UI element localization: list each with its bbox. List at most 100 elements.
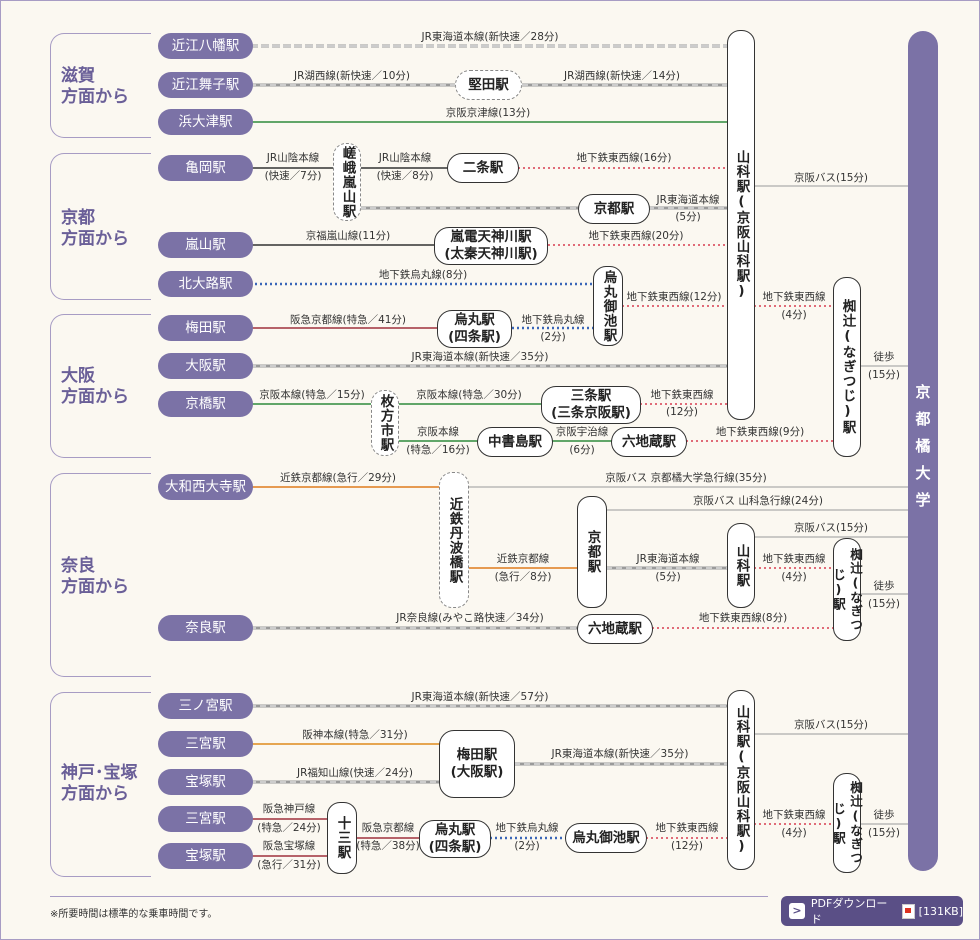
origin-arashiyama: 嵐山駅	[158, 232, 253, 258]
station-katata: 堅田駅	[455, 70, 522, 100]
station-karasumaoike-1: 烏丸御池駅	[593, 266, 623, 346]
pdf-download-button[interactable]: > PDFダウンロード [131KB]	[781, 896, 963, 926]
region-shiga	[50, 33, 151, 138]
station-rokujizo-2: 六地蔵駅	[577, 614, 653, 644]
label-bus-tachibana: 京阪バス 京都橘大学急行線(35分)	[605, 472, 767, 484]
label-keihan-keishin: 京阪京津線(13分)	[445, 107, 531, 119]
footnote: ※所要時間は標準的な乗車時間です。	[50, 909, 218, 920]
origin-takarazuka-hankyu: 宝塚駅	[158, 843, 253, 869]
origin-umeda: 梅田駅	[158, 315, 253, 341]
label-keifuku: 京福嵐山線(11分)	[305, 230, 391, 242]
station-yamashina-3: 山科駅(京阪山科駅)	[727, 690, 755, 870]
label-keihanbus-1: 京阪バス(15分)	[793, 172, 869, 184]
label-kosei-2: JR湖西線(新快速／14分)	[564, 70, 680, 82]
label-keihan-15: 京阪本線(特急／15分)	[259, 389, 365, 401]
station-umeda-2: 梅田駅 (大阪駅)	[439, 730, 515, 798]
station-karasumaoike-2: 烏丸御池駅	[565, 823, 647, 853]
origin-kyobashi: 京橋駅	[158, 391, 253, 417]
label-kintetsu-29: 近鉄京都線(急行／29分)	[279, 472, 397, 484]
label-jrtokaido-35: JR東海道本線(新快速／35分)	[411, 351, 549, 363]
region-label-kobe: 神戸･宝塚 方面から	[61, 763, 138, 804]
label-sanin-1a: JR山陰本線	[266, 152, 320, 164]
label-karasuma-3b: (2分)	[514, 840, 540, 852]
station-rokujizo-1: 六地蔵駅	[611, 427, 687, 457]
label-jrtokaido-5b: (5分)	[675, 211, 701, 223]
origin-takarazuka-jr: 宝塚駅	[158, 769, 253, 795]
label-tozai-4b: (4分)	[781, 309, 807, 321]
label-tozai-16: 地下鉄東西線(16分)	[576, 152, 672, 164]
station-nagitsuji-1: 椥辻(なぎつじ)駅	[833, 277, 861, 457]
label-tozai-12b-a: 地下鉄東西線	[650, 389, 714, 401]
label-fukuchiyama: JR福知山線(快速／24分)	[297, 767, 413, 779]
origin-omihachiman: 近江八幡駅	[158, 33, 253, 59]
label-tozai-4e: 地下鉄東西線	[762, 809, 826, 821]
origin-nara: 奈良駅	[158, 615, 253, 641]
label-jrtokaido-5d: (5分)	[655, 571, 681, 583]
label-keihan-30: 京阪本線(特急／30分)	[416, 389, 522, 401]
station-karasuma-1: 烏丸駅 (四条駅)	[437, 310, 512, 348]
label-keihan-16a: 京阪本線	[417, 426, 459, 438]
label-hankyukobe-b: (特急／24分)	[257, 822, 321, 834]
label-hankyutakara-a: 阪急宝塚線	[262, 840, 316, 852]
origin-yamatosaidaiji: 大和西大寺駅	[158, 474, 253, 500]
label-tozai-4c: 地下鉄東西線	[762, 553, 826, 565]
label-keihanbus-3: 京阪バス(15分)	[793, 719, 869, 731]
label-hankyutakara-b: (急行／31分)	[257, 859, 321, 871]
label-sanin-2b: (快速／8分)	[376, 170, 434, 182]
station-juso: 十三駅	[327, 802, 357, 874]
label-uji-b: (6分)	[569, 444, 595, 456]
pdf-size: [131KB]	[918, 904, 963, 918]
station-kintetsutambabashi: 近鉄丹波橋駅	[439, 472, 469, 608]
origin-osaka: 大阪駅	[158, 353, 253, 379]
label-walk-1a: 徒歩	[873, 351, 895, 363]
label-kintetsu-8b: (急行／8分)	[494, 571, 552, 583]
station-hirakatashi: 枚方市駅	[371, 390, 399, 456]
label-walk-2b: (15分)	[867, 598, 901, 610]
station-nagitsuji-2: 椥辻(なぎつじ)駅	[831, 538, 863, 641]
label-jrtokaido-5c: JR東海道本線	[636, 553, 700, 565]
label-tozai-4d: (4分)	[781, 571, 807, 583]
label-sanin-2a: JR山陰本線	[378, 152, 432, 164]
label-jrtokaido-35b: JR東海道本線(新快速／35分)	[551, 748, 689, 760]
region-kobe	[50, 692, 151, 877]
label-jrtokaido-57: JR東海道本線(新快速／57分)	[411, 691, 549, 703]
label-hankyukyoto-a: 阪急京都線	[361, 822, 415, 834]
origin-sannomiya-hanshin: 三宮駅	[158, 731, 253, 757]
label-tozai-8: 地下鉄東西線(8分)	[698, 612, 788, 624]
station-kyoto-2: 京都駅	[577, 496, 607, 608]
label-jrnara: JR奈良線(みやこ路快速／34分)	[396, 612, 544, 624]
origin-omimaiko: 近江舞子駅	[158, 72, 253, 98]
station-randen-tenjingawa: 嵐電天神川駅 (太秦天神川駅)	[434, 227, 548, 265]
region-label-osaka: 大阪 方面から	[61, 366, 129, 407]
label-tozai-4a: 地下鉄東西線	[762, 291, 826, 303]
region-kyoto	[50, 153, 151, 300]
origin-kameoka: 亀岡駅	[158, 155, 253, 181]
station-yamashina-1: 山科駅(京阪山科駅)	[727, 30, 755, 420]
label-tozai-9: 地下鉄東西線(9分)	[715, 426, 805, 438]
destination-kyoto-tachibana-univ: 京都橘大学	[908, 31, 938, 871]
origin-hamaotsu: 浜大津駅	[158, 109, 253, 135]
label-karasuma-3a: 地下鉄烏丸線	[495, 822, 559, 834]
label-tozai-4f: (4分)	[781, 827, 807, 839]
label-walk-3b: (15分)	[867, 827, 901, 839]
station-sanjo: 三条駅 (三条京阪駅)	[541, 386, 641, 424]
label-jrtokaido-5a: JR東海道本線	[656, 194, 720, 206]
arrow-right-icon: >	[789, 903, 805, 919]
label-hankyukyoto-b: (特急／38分)	[356, 840, 420, 852]
label-walk-2a: 徒歩	[873, 580, 895, 592]
station-sagaarashiyama: 嵯峨嵐山駅	[333, 143, 361, 221]
label-tozai-12a: 地下鉄東西線(12分)	[626, 291, 722, 303]
station-yamashina-2: 山科駅	[727, 523, 755, 608]
origin-kitaoji: 北大路駅	[158, 271, 253, 297]
label-tozai-12c-a: 地下鉄東西線	[655, 822, 719, 834]
station-nagitsuji-3: 椥辻(なぎつじ)駅	[831, 773, 863, 873]
label-tozai-20: 地下鉄東西線(20分)	[588, 230, 684, 242]
label-uji-a: 京阪宇治線	[555, 426, 609, 438]
label-hankyu-41: 阪急京都線(特急／41分)	[289, 314, 407, 326]
label-tozai-12c-b: (12分)	[670, 840, 704, 852]
label-hanshin: 阪神本線(特急／31分)	[302, 729, 408, 741]
station-kyoto-1: 京都駅	[578, 194, 650, 224]
region-nara	[50, 473, 151, 677]
label-hankyukobe-a: 阪急神戸線	[262, 803, 316, 815]
